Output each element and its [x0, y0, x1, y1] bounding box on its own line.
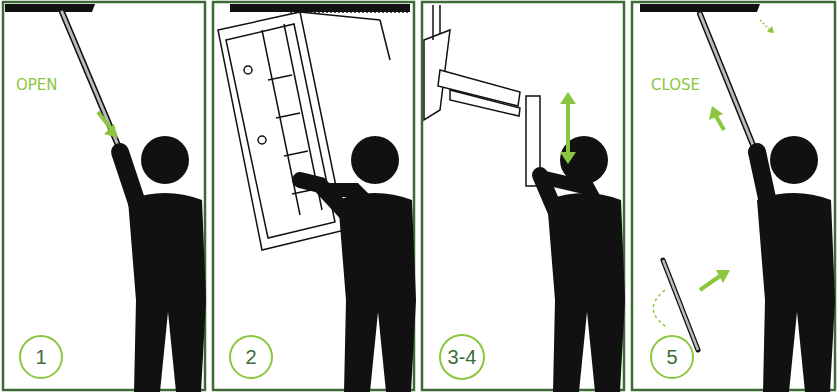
- action-label: CLOSE: [651, 78, 700, 93]
- step-circle: 3-4: [439, 334, 486, 381]
- step-number: 3-4: [448, 347, 477, 367]
- step-two-figure: [218, 4, 416, 392]
- step-number: 1: [35, 347, 46, 367]
- step-five-figure: [640, 4, 835, 392]
- action-label: OPEN: [16, 78, 58, 93]
- step-circle: 5: [650, 335, 694, 379]
- step-number: 5: [666, 347, 677, 367]
- step-circle: 2: [229, 335, 273, 379]
- step-circle: 1: [19, 335, 63, 379]
- panel-frame: [3, 2, 835, 390]
- step-three-four-figure: [424, 5, 625, 392]
- step-number: 2: [245, 347, 256, 367]
- step-one-figure: [5, 4, 206, 392]
